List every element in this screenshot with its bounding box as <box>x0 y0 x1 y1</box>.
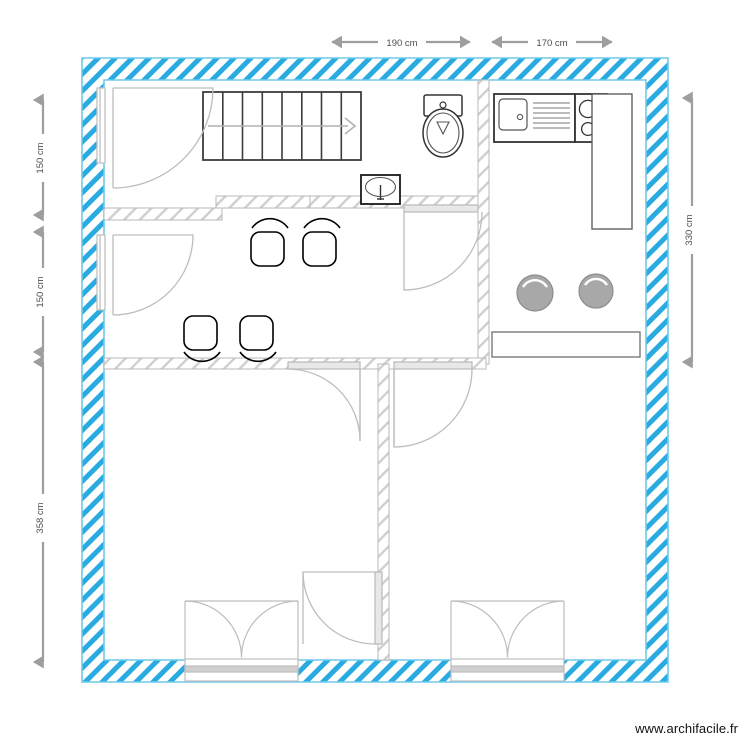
dim-right-1: 330 cm <box>681 91 700 369</box>
chair-3 <box>183 315 221 363</box>
window-bottom-left <box>184 600 299 682</box>
door-left-upper <box>96 87 214 189</box>
dim-left-2: 150 cm <box>32 225 51 359</box>
dim-left-1: 150 cm <box>32 93 51 222</box>
interior-wall-bottom-divider <box>377 363 390 661</box>
dim-left-2-label: 150 cm <box>35 276 46 307</box>
kitchen-stool-2 <box>578 273 614 309</box>
chairs <box>183 217 341 363</box>
kitchen-fixtures <box>491 93 641 358</box>
windows <box>184 600 565 682</box>
kitchen-counter <box>491 331 641 358</box>
kitchen-tall-cabinet <box>591 93 633 230</box>
bathroom-fixtures <box>360 94 464 205</box>
chair-4 <box>239 315 277 363</box>
door-room-right <box>393 361 473 448</box>
door-bath-right <box>403 204 483 291</box>
dim-right-1-label: 330 cm <box>684 214 695 245</box>
dim-left-3: 358 cm <box>32 355 51 669</box>
interior-wall-bath-kitchen <box>477 79 490 365</box>
dim-top-2-label: 170 cm <box>536 38 567 49</box>
dim-left-1-label: 150 cm <box>35 142 46 173</box>
dim-left-3-label: 358 cm <box>35 502 46 533</box>
doors <box>96 87 483 645</box>
chair-2 <box>302 217 341 267</box>
interior-wall-upper-step <box>215 195 317 209</box>
interior-wall-upper-left <box>103 207 223 221</box>
door-interior-mid <box>302 571 383 645</box>
dim-top-1: 190 cm <box>331 34 471 50</box>
watermark: www.archifacile.fr <box>635 721 738 736</box>
dim-top-1-label: 190 cm <box>386 38 417 49</box>
window-bottom-right <box>450 600 565 682</box>
door-room-left <box>287 361 361 442</box>
staircase <box>202 91 362 161</box>
dim-top-2: 170 cm <box>491 34 613 50</box>
dimension-lines: 190 cm 170 cm 150 cm 150 cm <box>32 34 700 669</box>
door-left-lower <box>96 234 194 316</box>
exterior-walls <box>81 57 669 683</box>
kitchen-stool-1 <box>516 274 554 312</box>
staircase-direction-arrow <box>208 117 357 135</box>
chair-1 <box>250 217 289 267</box>
